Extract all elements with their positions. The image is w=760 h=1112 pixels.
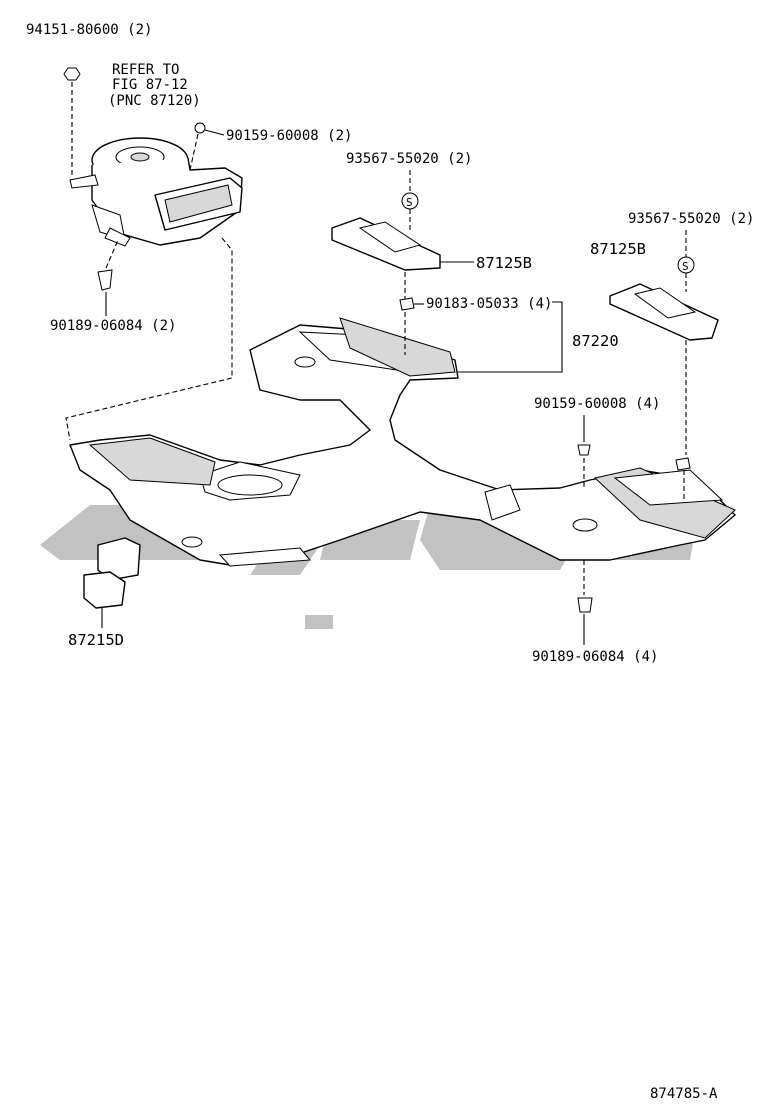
callout-87125B-mid: 87125B (476, 254, 532, 272)
callout-90183: 90183-05033 (4) (426, 296, 552, 312)
refer-line-1: REFER TO (112, 62, 179, 78)
refer-line-3: (PNC 87120) (108, 93, 201, 109)
seal-symbol-right: S (682, 260, 689, 273)
callout-87125B-right: 87125B (590, 240, 646, 258)
clip-90189-bottom (577, 560, 593, 645)
callout-87220: 87220 (572, 332, 619, 350)
callout-87215D: 87215D (68, 631, 124, 649)
screw-90159-right (577, 415, 591, 490)
callout-90189-bottom: 90189-06084 (4) (532, 649, 658, 665)
figure-code: 874785-A (650, 1086, 718, 1102)
callout-90189-left: 90189-06084 (2) (50, 318, 176, 334)
clip-90189-left (97, 239, 119, 316)
seal-93567-mid (401, 170, 419, 232)
part-87215D (83, 537, 141, 628)
pad-87125B-right (609, 283, 719, 455)
nut-94151 (63, 67, 81, 178)
seal-93567-right (677, 230, 695, 292)
seal-symbol-mid: S (406, 196, 413, 209)
nut-90183-mid (399, 297, 424, 311)
blower-unit (69, 137, 243, 247)
main-duct (69, 317, 736, 567)
callout-90159-top: 90159-60008 (2) (226, 128, 352, 144)
blower-to-duct-guide (65, 237, 233, 441)
callout-93567-mid: 93567-55020 (2) (346, 151, 472, 167)
refer-line-2: FIG 87-12 (112, 77, 188, 93)
leader-87220 (458, 301, 563, 373)
callout-94151: 94151-80600 (2) (26, 22, 152, 38)
nut-90183-right (675, 457, 691, 500)
callout-90159-right: 90159-60008 (4) (534, 396, 660, 412)
pad-87125B-mid (331, 217, 474, 355)
screw-90159-top (189, 122, 225, 171)
callout-93567-right: 93567-55020 (2) (628, 211, 754, 227)
